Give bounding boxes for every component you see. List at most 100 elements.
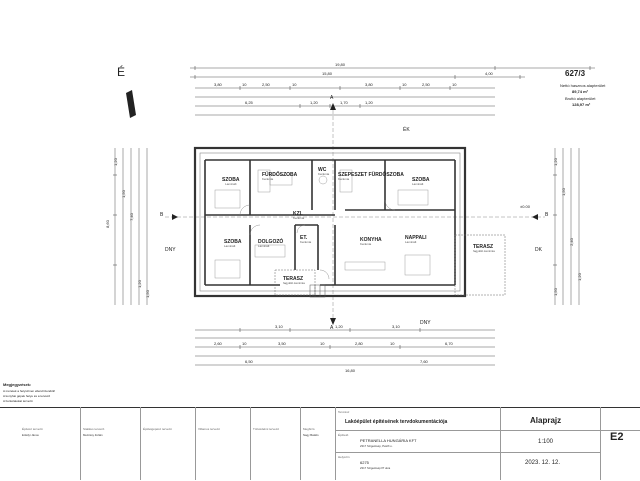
- sheet-code: E2: [610, 431, 624, 443]
- dim-bottom-total: 16,80: [345, 368, 356, 373]
- dim-top-row-2: 2,50: [262, 82, 270, 87]
- client: PETRANELLA HUNGÁRIA KFT: [360, 438, 417, 443]
- tb-divider: [140, 407, 141, 480]
- dim-left-4: 1,20: [136, 280, 142, 288]
- dim-top-row-7: 10: [452, 82, 457, 87]
- title-block: [0, 407, 640, 481]
- drawing-date: 2023. 12. 12.: [525, 460, 561, 466]
- dim-top-row-6: 2,50: [422, 82, 430, 87]
- client-label: Építtető: [338, 433, 349, 437]
- building-label: Épületgépész tervező: [143, 427, 172, 431]
- notes-title: Megjegyzések:: [3, 382, 32, 387]
- dim-bottom-row-3: 10: [320, 341, 325, 346]
- dim-top-row2-1: 1,20: [310, 100, 318, 105]
- dim-top-row2-3: 1,20: [365, 100, 373, 105]
- designer: Erdélyi János: [22, 433, 39, 437]
- tb-hline: [335, 452, 600, 453]
- dim-top-row-4: 3,80: [365, 82, 373, 87]
- site-address: 2317 Szigetcsép Pf utca: [360, 466, 391, 470]
- site-label: Helyszín: [338, 455, 350, 459]
- dim-bottom-row-2: 3,50: [278, 341, 286, 346]
- net-area-label: Nettó hasznos alapterület: [560, 83, 606, 88]
- floor-plan-drawing: [113, 66, 595, 366]
- dim-top-a: 15,80: [322, 71, 333, 76]
- dim-top-row-3: 10: [292, 82, 297, 87]
- marker-dny2: DNY: [420, 320, 431, 326]
- site: 6275: [360, 460, 369, 465]
- dim-left-5: 1,50: [144, 290, 150, 298]
- tb-divider: [335, 407, 336, 480]
- dim-left-2: 7,40: [128, 213, 134, 221]
- tb-divider: [80, 407, 81, 480]
- marker-ek: ÉK: [403, 127, 410, 133]
- tb-divider: [195, 407, 196, 480]
- dim-top-row-1: 10: [242, 82, 247, 87]
- north-label: É: [117, 65, 126, 79]
- dim-top-row-5: 10: [402, 82, 407, 87]
- marker-a-top: A: [330, 95, 334, 101]
- room-label: ET.Kerámia: [300, 235, 312, 244]
- client-address: 2317 Szigetcsép, Petőfi u.: [360, 444, 393, 448]
- electrical-label: Villamos tervező: [198, 427, 220, 431]
- dim-bottom-a: 6,50: [245, 359, 253, 364]
- dim-top-total: 19,80: [335, 62, 346, 67]
- builder: Nagy Balázs: [303, 433, 319, 437]
- dim-bottom-row-5: 10: [390, 341, 395, 346]
- dim-right-0: 1,20: [552, 158, 558, 166]
- dim-bottom-row2-0: 3,10: [275, 324, 283, 329]
- marker-a-bottom: A: [330, 325, 334, 331]
- notes-line: A konyhai gépek helye és a tervező: [3, 394, 51, 398]
- marker-dny: DNY: [165, 247, 176, 253]
- dim-bottom-b: 7,60: [420, 359, 428, 364]
- project: Lakóépület építésének tervdokumentációja: [345, 419, 448, 425]
- dim-bottom-row-1: 10: [242, 341, 247, 346]
- gross-area: 128,97 m²: [572, 102, 591, 107]
- north-arrow: [126, 90, 136, 118]
- drawing-title: Alaprajz: [530, 416, 562, 425]
- dim-right-2: 2,40: [568, 238, 574, 246]
- structural: Mezőssy Zoltán: [83, 433, 103, 437]
- structural-label: Statikus tervező: [83, 427, 105, 431]
- dim-left-1: 1,50: [120, 190, 126, 198]
- sheet-number: 627/3: [565, 69, 586, 78]
- gross-area-label: Bruttó alapterület: [565, 96, 596, 101]
- builder-label: Megbízó: [303, 427, 315, 431]
- dim-bottom-row-6: 6,70: [445, 341, 453, 346]
- tb-divider: [500, 407, 501, 480]
- project-label: Tervrész: [338, 410, 350, 414]
- dim-bottom-row2-1: 1,20: [335, 324, 343, 329]
- dim-top-row2-0: 6,25: [245, 100, 253, 105]
- dim-right-3: 1,20: [576, 273, 582, 281]
- dim-top-b: 4,00: [485, 71, 493, 76]
- drawing-scale: 1:100: [538, 439, 554, 445]
- dim-top-row-0: 3,80: [214, 82, 222, 87]
- notes-line: A burkolatokat tervező: [3, 399, 33, 403]
- fire-label: Tűzvédelmi tervező: [253, 427, 280, 431]
- marker-b-right: B: [545, 212, 549, 218]
- tb-hline: [335, 430, 640, 431]
- dim-bottom-row-4: 2,80: [355, 341, 363, 346]
- marker-dk: DK: [535, 247, 542, 253]
- tb-divider: [300, 407, 301, 480]
- dim-top-row2-2: 1,70: [340, 100, 348, 105]
- dim-right-4: 1,50: [552, 288, 558, 296]
- net-area: 89,74 m²: [572, 89, 589, 94]
- notes-line: A méretek a helyszínen ellenőrizendők!: [3, 389, 56, 393]
- dim-bottom-row2-2: 3,10: [392, 324, 400, 329]
- dim-left-3: 8,60: [104, 220, 110, 228]
- tb-divider: [250, 407, 251, 480]
- dim-bottom-row-0: 2,60: [214, 341, 222, 346]
